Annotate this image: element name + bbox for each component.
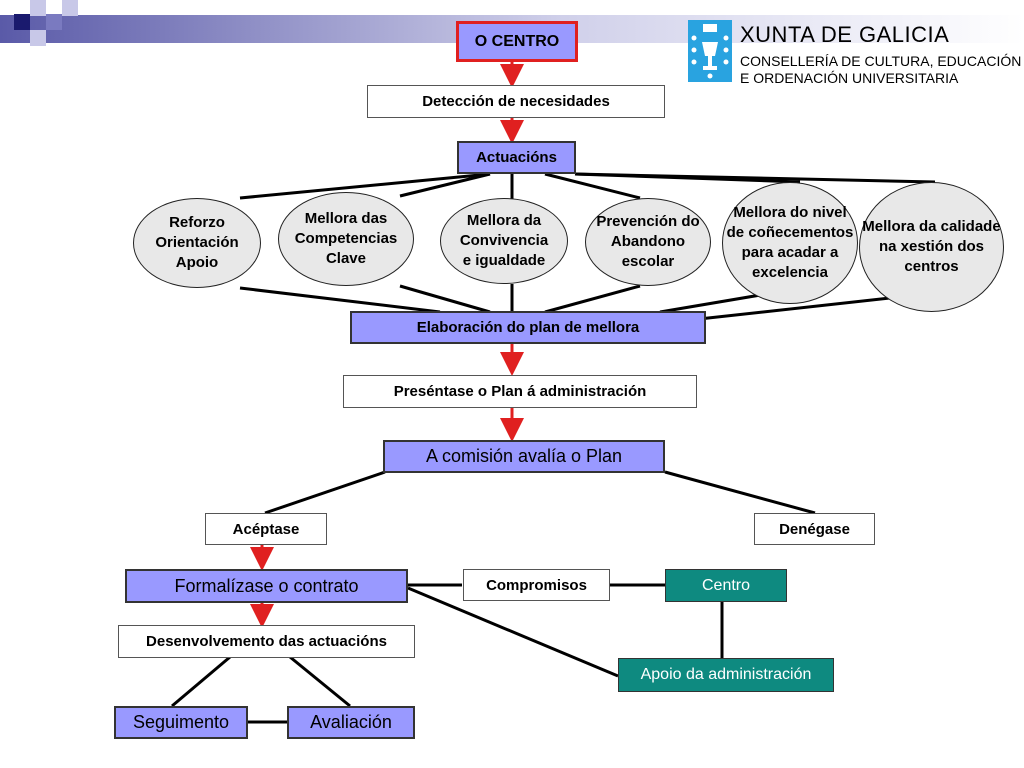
node-elaboracion-plan: Elaboración do plan de mellora [350, 311, 706, 344]
org-name: XUNTA DE GALICIA [740, 22, 950, 47]
node-formalizase-contrato: Formalízase o contrato [125, 569, 408, 603]
node-desenvolvemento: Desenvolvemento das actuacións [118, 625, 415, 658]
oval-reforzo: Reforzo Orientación Apoio [133, 198, 261, 288]
node-actuacions: Actuacións [457, 141, 576, 174]
node-o-centro: O CENTRO [456, 21, 578, 62]
node-aceptase: Acéptase [205, 513, 327, 545]
oval-calidade: Mellora da calidade na xestión dos centr… [859, 182, 1004, 312]
node-deteccion-necesidades: Detección de necesidades [367, 85, 665, 118]
oval-conecementos: Mellora do nivel de coñecementos para ac… [722, 182, 858, 304]
node-presentase-plan: Preséntase o Plan á administración [343, 375, 697, 408]
xunta-shield-logo [688, 20, 732, 82]
oval-abandono: Prevención do Abandono escolar [585, 198, 711, 286]
dept-line-1: CONSELLERÍA DE CULTURA, EDUCACIÓN [740, 53, 1022, 69]
dept-line-2: E ORDENACIÓN UNIVERSITARIA [740, 70, 959, 86]
oval-convivencia: Mellora da Convivencia e igualdade [440, 198, 568, 284]
node-compromisos: Compromisos [463, 569, 610, 601]
node-seguimento: Seguimento [114, 706, 248, 739]
node-comision-avalia: A comisión avalía o Plan [383, 440, 665, 473]
node-centro: Centro [665, 569, 787, 602]
node-apoio-administracion: Apoio da administración [618, 658, 834, 692]
oval-competencias: Mellora das Competencias Clave [278, 192, 414, 286]
node-denegase: Denégase [754, 513, 875, 545]
node-avaliacion: Avaliación [287, 706, 415, 739]
